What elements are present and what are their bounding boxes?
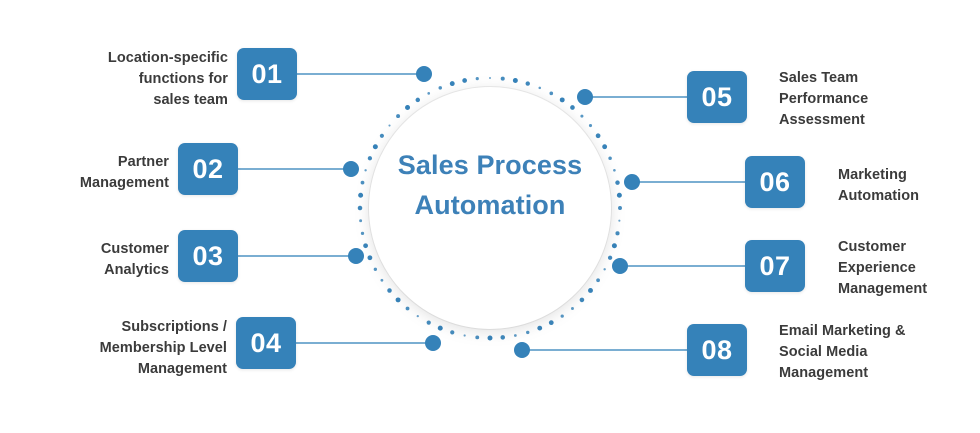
step-label-07: Customer Experience Management — [838, 237, 980, 300]
step-label-04-line-2: Membership Level — [99, 340, 227, 357]
step-label-04-line-3: Management — [137, 361, 227, 378]
step-label-06-line-1: Marketing — [838, 167, 907, 183]
node-dot-02 — [343, 161, 359, 177]
step-label-05-line-3: Assessment — [779, 112, 865, 129]
step-badge-07[interactable]: 07 — [745, 240, 805, 292]
step-badge-06[interactable]: 06 — [745, 156, 805, 208]
step-label-01-line-3: sales team — [153, 92, 228, 109]
node-dot-05 — [577, 89, 593, 105]
step-label-02-line-2: Management — [79, 175, 169, 192]
step-label-07-line-3: Management — [838, 281, 928, 298]
center-title: Sales Process Automation — [380, 146, 600, 226]
step-label-08-line-2: Social Media — [779, 344, 868, 361]
center-disc — [369, 87, 611, 329]
node-dot-03 — [348, 248, 364, 264]
step-badge-03[interactable]: 03 — [178, 230, 238, 282]
step-label-05: Sales Team Performance Assessment — [779, 68, 969, 131]
step-label-01: Location-specific functions for sales te… — [53, 48, 228, 111]
step-label-07-line-1: Customer — [838, 239, 907, 255]
step-badge-05[interactable]: 05 — [687, 71, 747, 123]
step-label-08-line-3: Management — [779, 365, 869, 382]
center-title-line-2: Process — [476, 150, 583, 180]
step-label-07-line-2: Experience — [838, 260, 916, 277]
node-dot-06 — [624, 174, 640, 190]
step-label-03-line-1: Customer — [100, 241, 169, 257]
step-label-01-line-1: Location-specific — [107, 50, 228, 66]
node-dot-01 — [416, 66, 432, 82]
center-title-line-3: Automation — [414, 189, 566, 220]
step-label-04: Subscriptions / Membership Level Managem… — [42, 317, 227, 380]
step-badge-01[interactable]: 01 — [237, 48, 297, 100]
step-label-06: Marketing Automation — [838, 165, 980, 207]
step-label-02: Partner Management — [9, 152, 169, 194]
node-dot-04 — [425, 335, 441, 351]
node-dot-07 — [612, 258, 628, 274]
step-label-05-line-1: Sales Team — [779, 70, 859, 86]
step-label-08: Email Marketing & Social Media Managemen… — [779, 321, 979, 384]
step-label-05-line-2: Performance — [779, 91, 869, 108]
step-badge-08[interactable]: 08 — [687, 324, 747, 376]
step-label-08-line-1: Email Marketing & — [779, 323, 906, 339]
step-label-03-line-2: Analytics — [104, 262, 169, 279]
node-dot-08 — [514, 342, 530, 358]
step-label-02-line-1: Partner — [117, 154, 169, 170]
step-label-04-line-1: Subscriptions / — [121, 319, 227, 335]
step-label-06-line-2: Automation — [838, 188, 920, 205]
center-title-line-1: Sales — [397, 150, 469, 180]
step-badge-04[interactable]: 04 — [236, 317, 296, 369]
step-label-01-line-2: functions for — [138, 71, 228, 88]
step-badge-02[interactable]: 02 — [178, 143, 238, 195]
step-label-03: Customer Analytics — [9, 239, 169, 281]
